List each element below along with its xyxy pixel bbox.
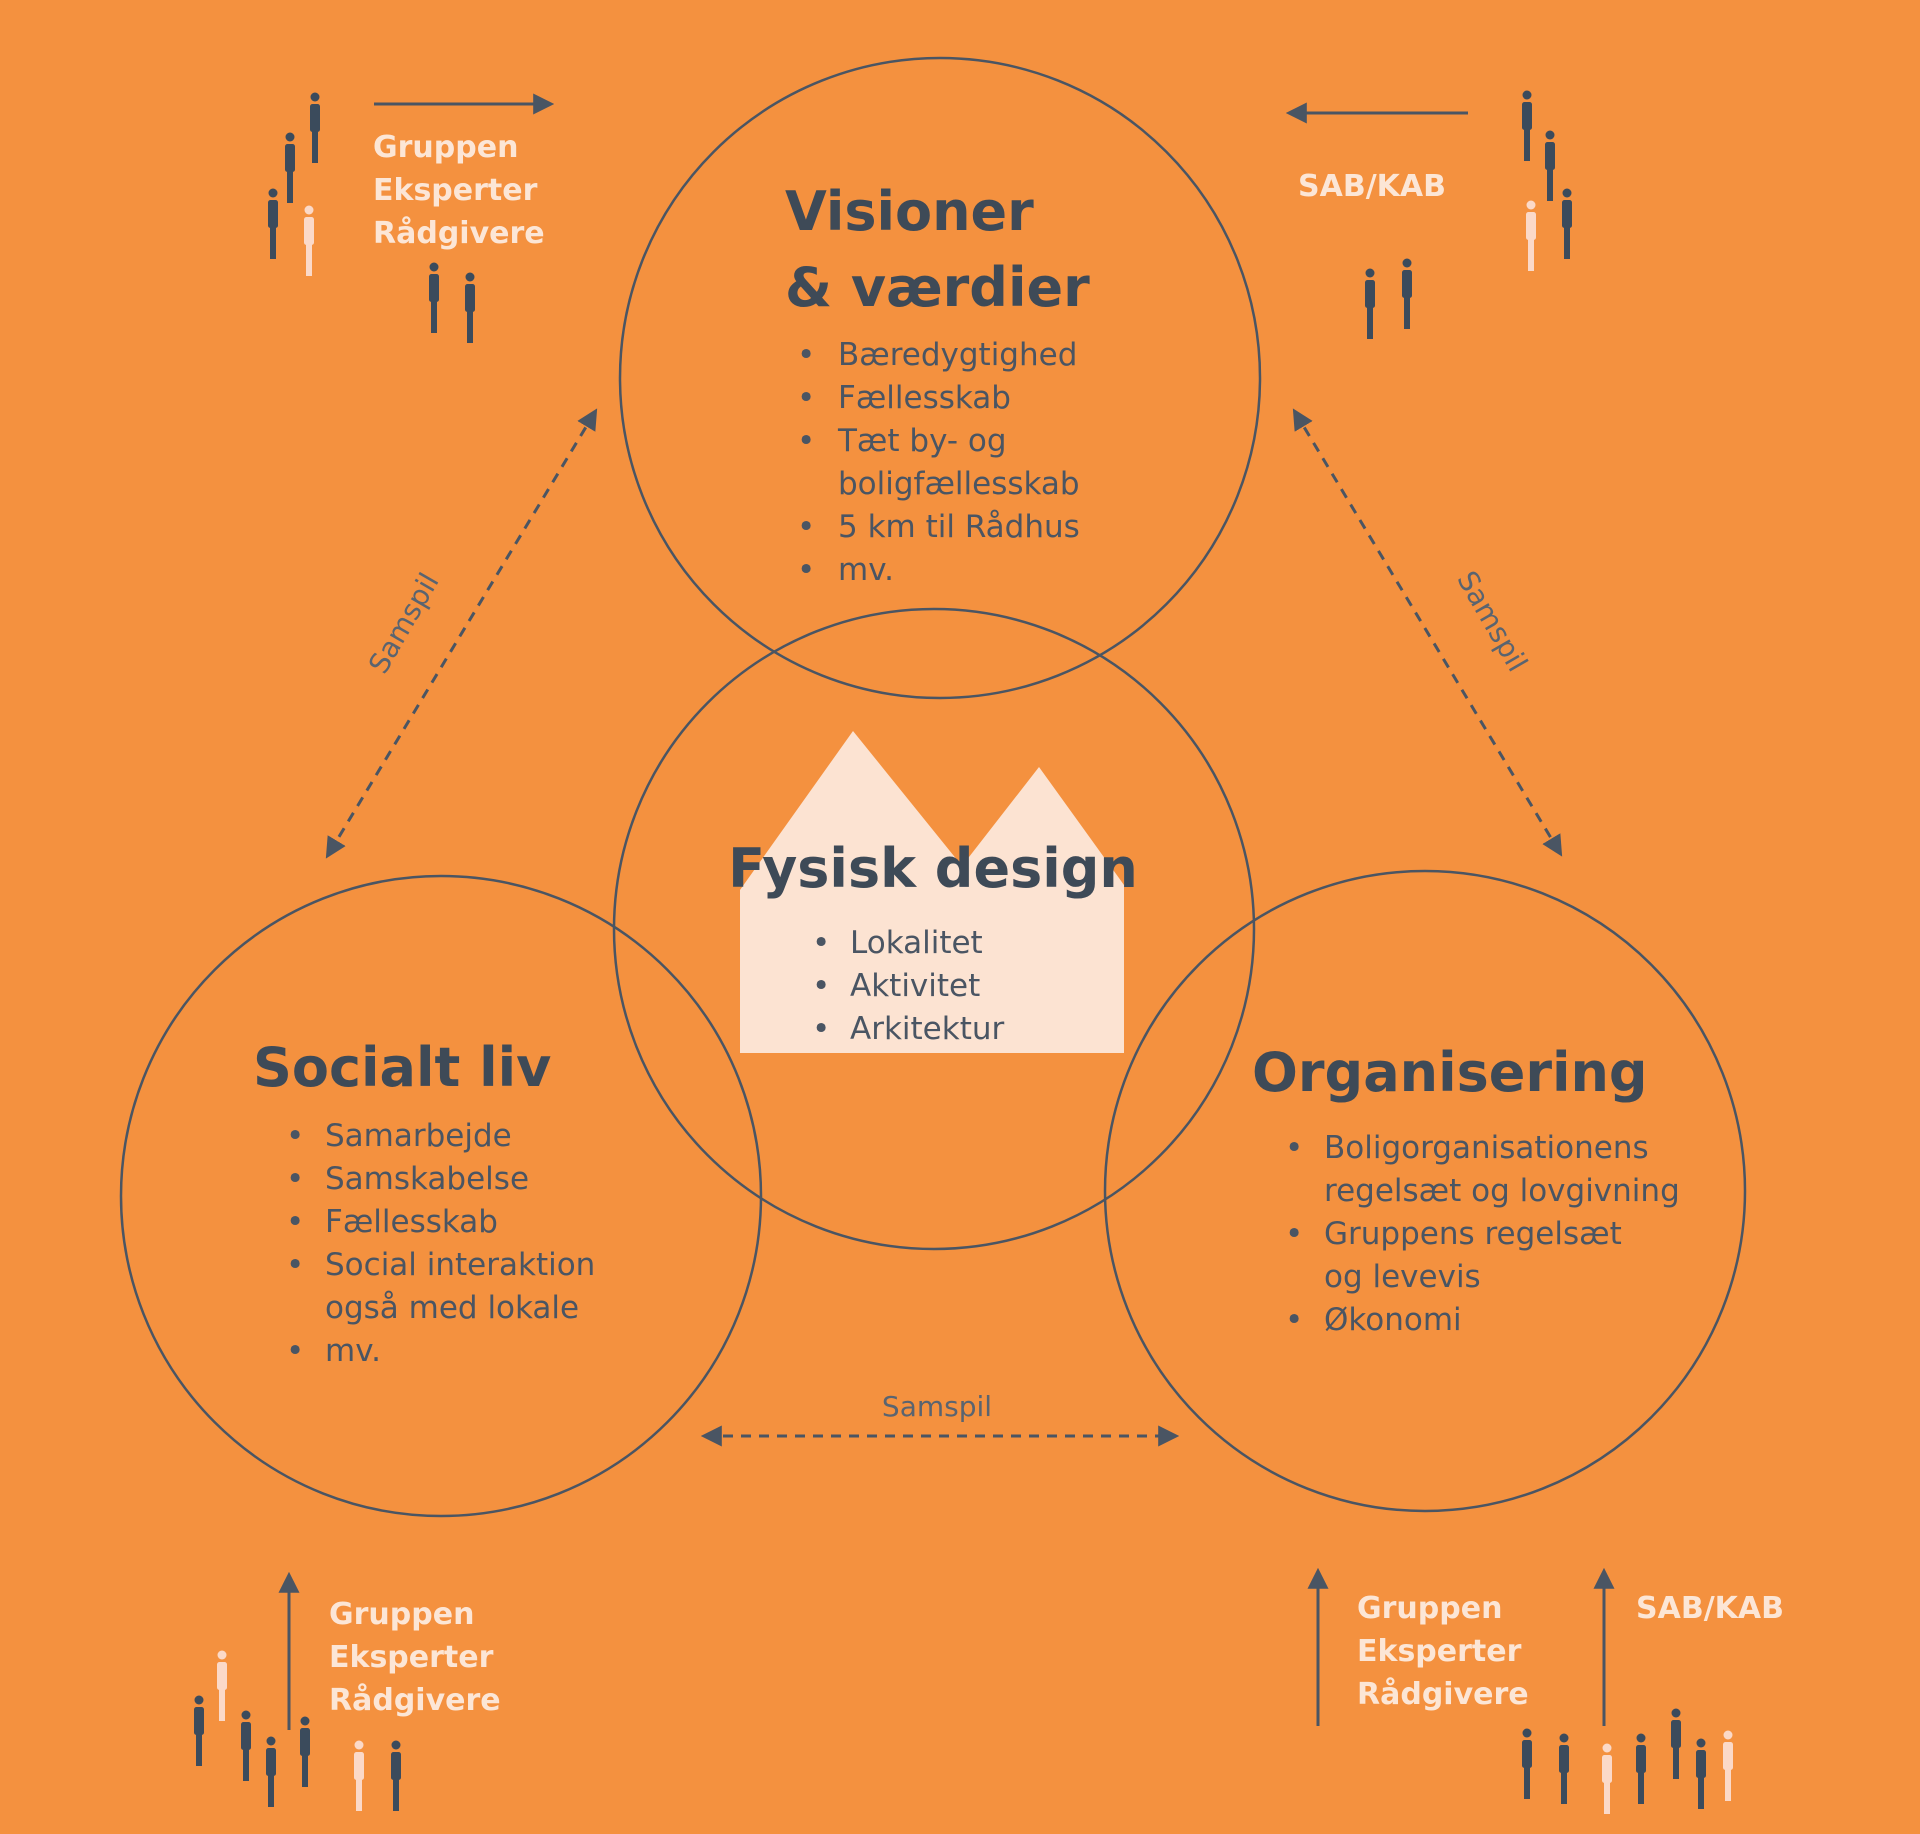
visioner-items: • Bæredygtighed • Fællesskab • Tæt by- o… bbox=[797, 337, 1080, 588]
person-icon bbox=[1559, 1733, 1569, 1804]
list-item: Boligorganisationens bbox=[1324, 1130, 1649, 1166]
list-item-continuation: regelsæt og lovgivning bbox=[1324, 1173, 1680, 1209]
list-item: Arkitektur bbox=[850, 1011, 1004, 1047]
fysisk-design-title: Fysisk design bbox=[728, 837, 1138, 900]
actor-label: Gruppen bbox=[329, 1597, 474, 1632]
interplay-label-bottom: Samspil bbox=[882, 1390, 992, 1423]
actor-label: Rådgivere bbox=[1357, 1676, 1529, 1712]
person-icon bbox=[1696, 1738, 1706, 1809]
svg-text:•: • bbox=[286, 1204, 304, 1240]
circle-socialt-liv bbox=[119, 874, 763, 1518]
person-icon bbox=[1545, 130, 1555, 201]
person-icon bbox=[1526, 200, 1536, 271]
svg-text:•: • bbox=[797, 552, 815, 588]
actor-label: Eksperter bbox=[1357, 1634, 1522, 1669]
person-icon bbox=[304, 205, 314, 276]
actor-label: Gruppen bbox=[1357, 1591, 1502, 1626]
list-item: Fællesskab bbox=[325, 1204, 498, 1240]
actor-group-bottom-left: Gruppen Eksperter Rådgivere bbox=[194, 1571, 501, 1811]
person-icon bbox=[266, 1736, 276, 1807]
svg-text:•: • bbox=[812, 925, 830, 961]
person-icon bbox=[1723, 1730, 1733, 1801]
person-icon bbox=[429, 262, 439, 333]
interplay-arrow-left bbox=[325, 408, 598, 859]
list-item: 5 km til Rådhus bbox=[838, 509, 1080, 545]
person-icon bbox=[300, 1716, 310, 1787]
list-item-continuation: og levevis bbox=[1324, 1259, 1481, 1295]
svg-text:•: • bbox=[286, 1161, 304, 1197]
person-icon bbox=[1365, 268, 1375, 339]
house-icon bbox=[740, 731, 1124, 1053]
organisering-items: • Boligorganisationens regelsæt og lovgi… bbox=[1285, 1130, 1680, 1338]
list-item: mv. bbox=[838, 552, 894, 588]
svg-text:•: • bbox=[797, 509, 815, 545]
actor-label: Eksperter bbox=[373, 173, 538, 208]
actor-label: Rådgivere bbox=[329, 1682, 501, 1718]
list-item: Økonomi bbox=[1324, 1302, 1462, 1338]
person-icon bbox=[194, 1695, 204, 1766]
svg-text:•: • bbox=[797, 380, 815, 416]
svg-text:•: • bbox=[797, 423, 815, 459]
person-icon bbox=[391, 1740, 401, 1811]
interplay-label-left: Samspil bbox=[362, 567, 446, 679]
list-item: Social interaktion bbox=[325, 1247, 595, 1283]
svg-text:•: • bbox=[1285, 1302, 1303, 1338]
list-item: Fællesskab bbox=[838, 380, 1011, 416]
circle-fysisk-design bbox=[612, 607, 1256, 1251]
person-icon bbox=[1671, 1708, 1681, 1779]
list-item: Gruppens regelsæt bbox=[1324, 1216, 1622, 1252]
actor-label: Rådgivere bbox=[373, 215, 545, 251]
person-icon bbox=[217, 1650, 227, 1721]
person-icon bbox=[354, 1740, 364, 1811]
svg-text:•: • bbox=[797, 337, 815, 373]
socialt-items: • Samarbejde • Samskabelse • Fællesskab … bbox=[286, 1118, 595, 1369]
visioner-title-line1: Visioner bbox=[785, 180, 1034, 243]
person-icon bbox=[1402, 258, 1412, 329]
circle-organisering bbox=[1103, 869, 1747, 1513]
visioner-title-line2: & værdier bbox=[785, 256, 1090, 319]
svg-text:•: • bbox=[286, 1247, 304, 1283]
svg-text:•: • bbox=[286, 1118, 304, 1154]
person-icon bbox=[465, 272, 475, 343]
person-icon bbox=[285, 132, 295, 203]
list-item: Tæt by- og bbox=[837, 423, 1007, 459]
person-icon bbox=[1636, 1733, 1646, 1804]
person-icon bbox=[1562, 188, 1572, 259]
actor-label: SAB/KAB bbox=[1636, 1591, 1784, 1626]
svg-text:•: • bbox=[1285, 1130, 1303, 1166]
list-item-continuation: også med lokale bbox=[325, 1290, 579, 1326]
actor-label: Gruppen bbox=[373, 130, 518, 165]
svg-text:•: • bbox=[1285, 1216, 1303, 1252]
actor-group-top-left: Gruppen Eksperter Rådgivere bbox=[268, 92, 555, 343]
person-icon bbox=[241, 1710, 251, 1781]
list-item-continuation: boligfællesskab bbox=[838, 466, 1080, 502]
svg-text:•: • bbox=[286, 1333, 304, 1369]
person-icon bbox=[1602, 1743, 1612, 1814]
list-item: mv. bbox=[325, 1333, 381, 1369]
actor-label: Eksperter bbox=[329, 1640, 494, 1675]
person-icon bbox=[1522, 1728, 1532, 1799]
actor-group-bottom-right: Gruppen Eksperter Rådgivere SAB/KAB bbox=[1307, 1567, 1784, 1814]
actor-label: SAB/KAB bbox=[1298, 169, 1446, 204]
organisering-title: Organisering bbox=[1252, 1041, 1648, 1104]
svg-text:•: • bbox=[812, 968, 830, 1004]
list-item: Aktivitet bbox=[850, 968, 980, 1004]
list-item: Lokalitet bbox=[850, 925, 983, 961]
list-item: Samskabelse bbox=[325, 1161, 529, 1197]
interplay-arrow-right bbox=[1292, 408, 1563, 857]
actor-group-top-right: SAB/KAB bbox=[1285, 90, 1572, 339]
interplay-label-right: Samspil bbox=[1450, 565, 1534, 677]
person-icon bbox=[1522, 90, 1532, 161]
person-icon bbox=[268, 188, 278, 259]
person-icon bbox=[310, 92, 320, 163]
fysisk-items: • Lokalitet • Aktivitet • Arkitektur bbox=[812, 925, 1004, 1047]
list-item: Bæredygtighed bbox=[838, 337, 1077, 373]
svg-text:•: • bbox=[812, 1011, 830, 1047]
socialt-liv-title: Socialt liv bbox=[253, 1036, 551, 1099]
list-item: Samarbejde bbox=[325, 1118, 512, 1154]
circle-visioner bbox=[618, 56, 1262, 700]
